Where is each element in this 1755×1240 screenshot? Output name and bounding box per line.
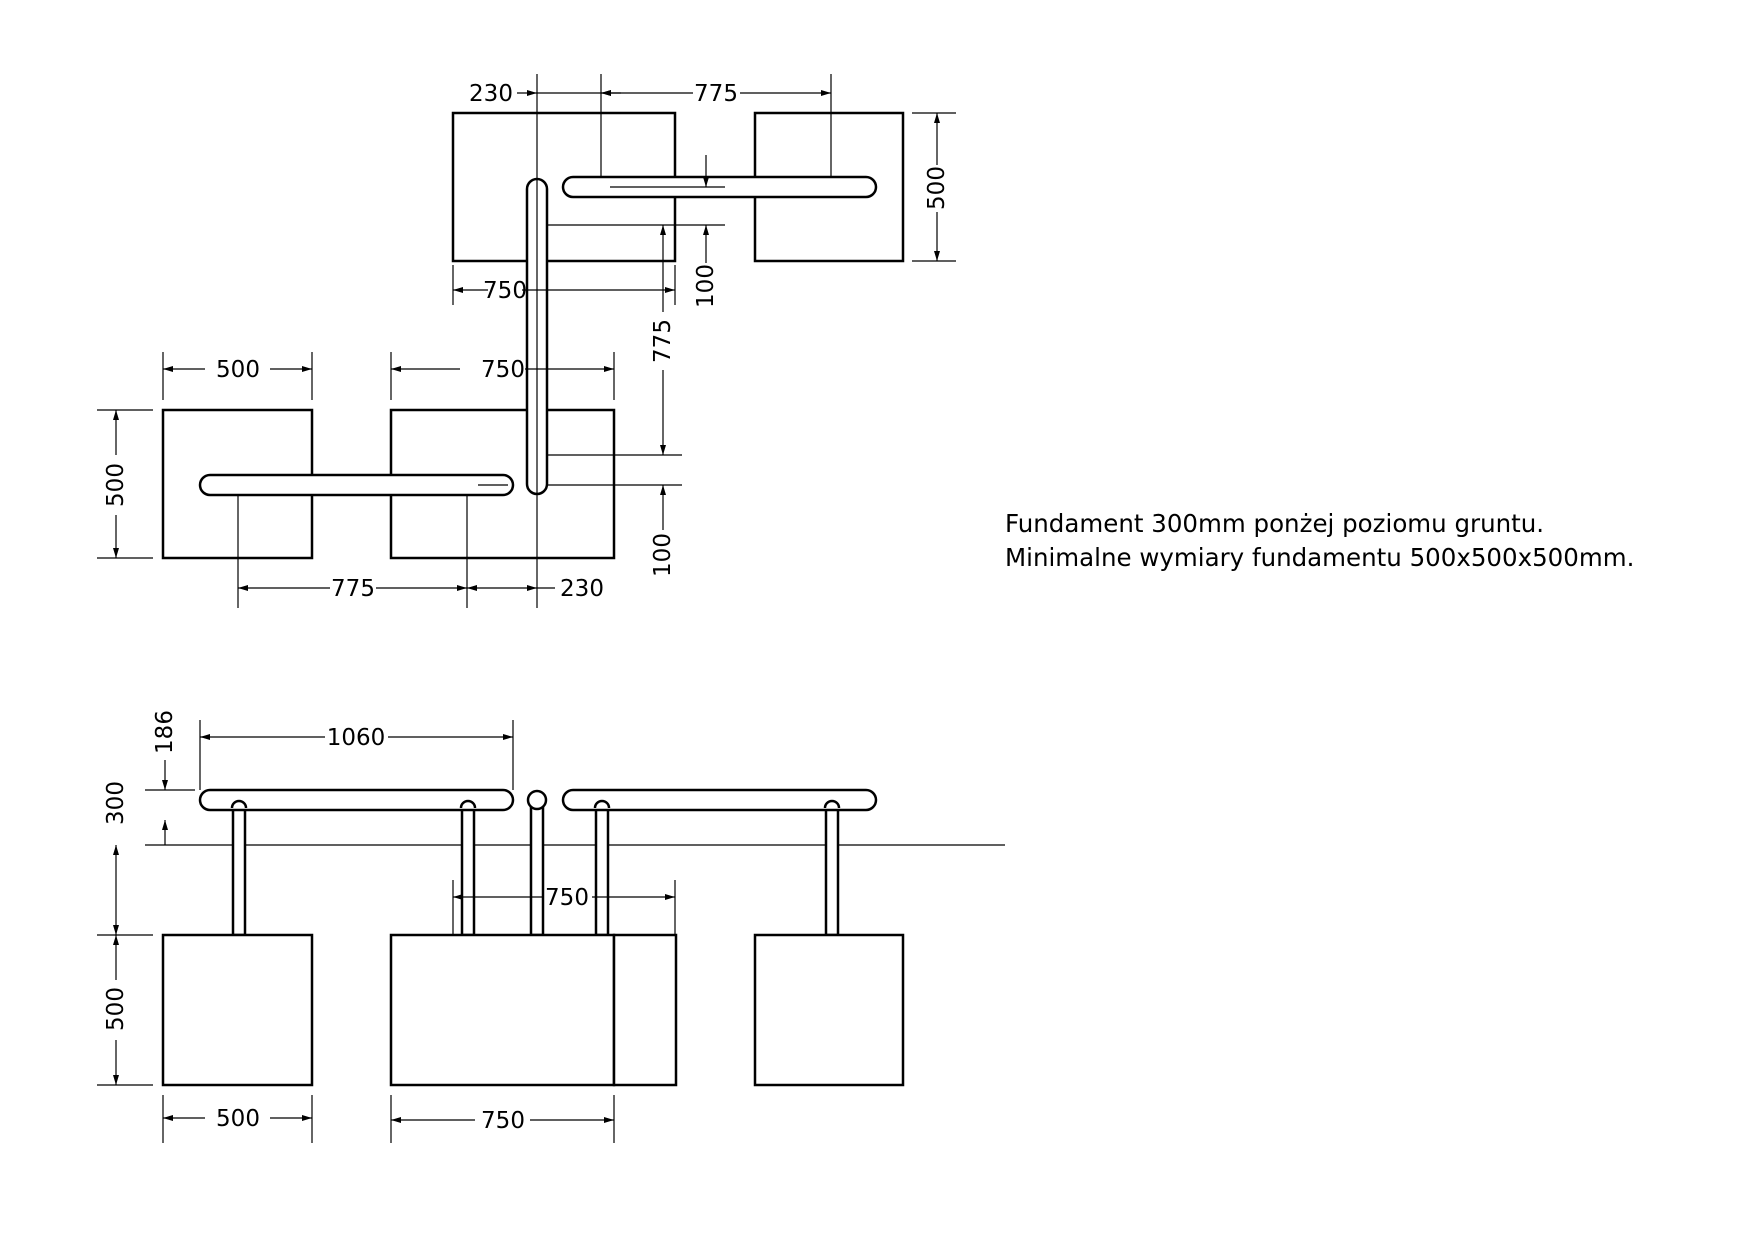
dim-500-depth: 500 (103, 987, 129, 1031)
dim-1060: 1060 (327, 725, 386, 751)
elevation-dimension-texts: 1060 186 300 500 750 500 750 (103, 710, 589, 1134)
dim-500-right: 500 (924, 166, 950, 210)
elevation-foundation-center (389, 933, 616, 1087)
elevation-foundation-left (161, 933, 314, 1087)
dim-750-mid: 750 (483, 278, 527, 304)
dim-500-left-side: 500 (103, 463, 129, 507)
foundation-notes: Fundament 300mm ponżej poziomu gruntu. M… (1005, 507, 1634, 575)
plan-view (97, 74, 956, 608)
dim-230-bottom: 230 (560, 576, 604, 602)
dim-230-top: 230 (469, 81, 513, 107)
dim-500-base: 500 (216, 1106, 260, 1132)
dim-186: 186 (152, 710, 178, 754)
rail-left (198, 473, 515, 497)
elevation-post-cap (526, 789, 548, 811)
elevation-foundation-right (753, 933, 905, 1087)
elevation-view (97, 720, 1005, 1143)
dim-775-top: 775 (694, 81, 738, 107)
elevation-rail-left (198, 788, 515, 812)
dim-750-center: 750 (481, 357, 525, 383)
dim-775-bottom: 775 (331, 576, 375, 602)
elevation-rail-right (561, 788, 878, 812)
dim-100-mid: 100 (693, 264, 719, 308)
dim-100-low: 100 (650, 533, 676, 577)
elevation-dimension-lines (113, 734, 675, 1123)
note-line-2: Minimalne wymiary fundamentu 500x500x500… (1005, 543, 1635, 572)
elevation-foundation-center-side (612, 933, 678, 1087)
elevation-posts (231, 802, 840, 937)
plan-dimension-texts: 230 775 500 750 100 775 500 750 500 100 … (103, 81, 950, 602)
dim-750-inner: 750 (545, 885, 589, 911)
elevation-post-caps (230, 799, 841, 809)
plan-dimension-lines (113, 90, 940, 591)
dim-300: 300 (103, 781, 129, 825)
dim-775-vertical: 775 (650, 319, 676, 363)
dim-750-base: 750 (481, 1108, 525, 1134)
dim-500-left-top: 500 (216, 357, 260, 383)
note-line-1: Fundament 300mm ponżej poziomu gruntu. (1005, 509, 1545, 538)
